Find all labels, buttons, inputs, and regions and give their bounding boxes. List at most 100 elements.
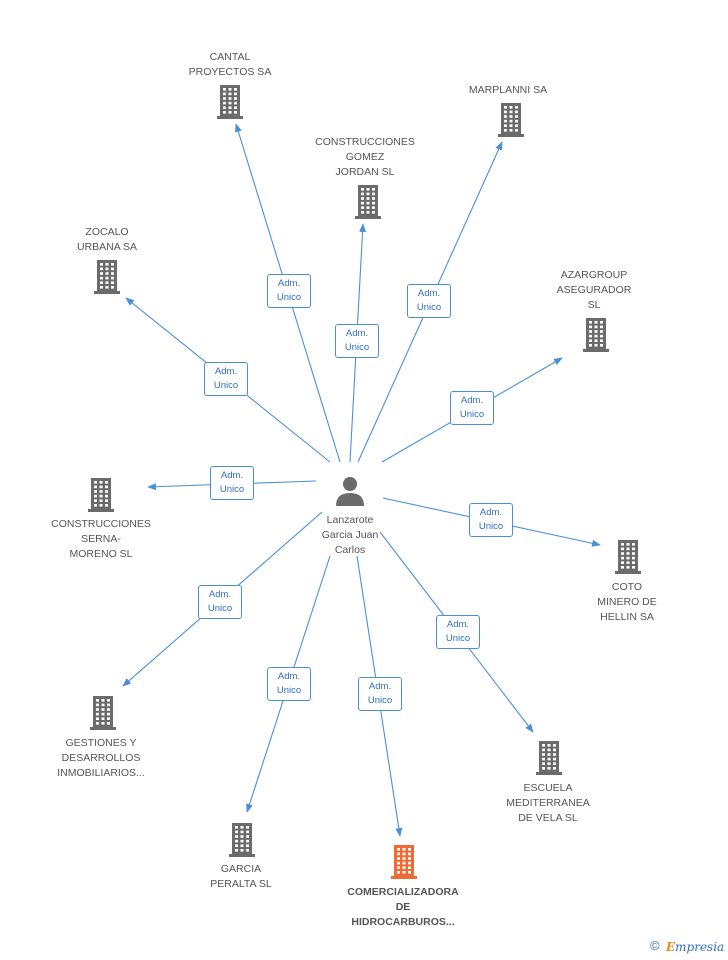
- company-name-line: COTO: [611, 581, 643, 593]
- copyright-icon: ©: [650, 938, 660, 953]
- relation-label-line: Adm.: [277, 671, 301, 682]
- company-name: CONSTRUCCIONES GOMEZ JORDAN SL: [305, 135, 425, 180]
- building-icon[interactable]: [355, 185, 381, 219]
- relation-label-line: Adm.: [417, 288, 441, 299]
- relation-label-line: Unico: [445, 633, 471, 644]
- company-name-line: JORDAN SL: [335, 166, 395, 178]
- relation-label-line: Adm.: [220, 470, 244, 481]
- relation-label-line: Adm.: [479, 507, 503, 518]
- company-node-zocalo[interactable]: ZOCALO URBANA SA: [47, 225, 167, 255]
- building-icon[interactable]: [88, 478, 114, 512]
- company-name: GESTIONES Y DESARROLLOS INMOBILIARIOS...: [41, 736, 161, 781]
- company-name-line: HELLIN SA: [600, 611, 654, 623]
- company-name-line: ASEGURADOR: [556, 284, 632, 296]
- relation-label[interactable]: Adm. Unico: [436, 615, 480, 649]
- building-icon[interactable]: [90, 696, 116, 730]
- company-node-gestiones[interactable]: GESTIONES Y DESARROLLOS INMOBILIARIOS...: [41, 736, 161, 781]
- relation-label-line: Unico: [367, 695, 393, 706]
- company-node-marplanni[interactable]: MARPLANNI SA: [448, 83, 568, 98]
- relation-label-line: Unico: [207, 603, 233, 614]
- building-icon[interactable]: [217, 85, 243, 119]
- company-name-line: GESTIONES Y: [65, 737, 137, 749]
- company-name: CONSTRUCCIONES SERNA- MORENO SL: [41, 517, 161, 562]
- company-name-line: COMERCIALIZADORA: [347, 886, 459, 898]
- relation-label[interactable]: Adm. Unico: [358, 677, 402, 711]
- building-icon[interactable]: [391, 845, 417, 879]
- company-name-line: INMOBILIARIOS...: [57, 767, 145, 779]
- company-name-line: AZARGROUP: [560, 269, 628, 281]
- company-name-line: SL: [587, 299, 601, 311]
- center-person-name: Lanzarote Garcia Juan Carlos: [300, 513, 400, 558]
- company-name-line: MINERO DE: [597, 596, 657, 608]
- center-person-name-line: Lanzarote: [326, 514, 374, 526]
- relation-label-line: Adm.: [345, 328, 369, 339]
- relation-label-line: Adm.: [208, 589, 232, 600]
- company-name-line: DE VELA SL: [518, 812, 578, 824]
- company-node-azargroup[interactable]: AZARGROUP ASEGURADOR SL: [534, 268, 654, 313]
- company-node-serna-moreno[interactable]: CONSTRUCCIONES SERNA- MORENO SL: [41, 517, 161, 562]
- company-name-line: GARCIA: [220, 863, 262, 875]
- relation-label[interactable]: Adm. Unico: [204, 362, 248, 396]
- relation-label[interactable]: Adm. Unico: [267, 274, 311, 308]
- company-name-line: PERALTA SL: [210, 878, 272, 890]
- company-name: MARPLANNI SA: [448, 83, 568, 98]
- relation-label-line: Adm.: [368, 681, 392, 692]
- company-name-line: CANTAL: [209, 51, 251, 63]
- company-name-line: MARPLANNI SA: [468, 84, 548, 96]
- center-person-name-line: Garcia Juan: [321, 529, 379, 541]
- company-name-line: MORENO SL: [69, 548, 133, 560]
- relation-label[interactable]: Adm. Unico: [407, 284, 451, 318]
- relation-label[interactable]: Adm. Unico: [198, 585, 242, 619]
- center-person-name-line: Carlos: [334, 544, 366, 556]
- relation-label-line: Adm.: [214, 366, 238, 377]
- relation-label-line: Unico: [416, 302, 442, 313]
- company-name-line: CONSTRUCCIONES: [315, 136, 415, 148]
- building-icon[interactable]: [615, 540, 641, 574]
- relation-label-line: Unico: [276, 292, 302, 303]
- relation-label-line: Unico: [219, 484, 245, 495]
- company-name-line: URBANA SA: [76, 241, 138, 253]
- person-icon: [336, 477, 364, 506]
- brand-logo-text: mpresia: [675, 940, 725, 954]
- building-icon[interactable]: [583, 318, 609, 352]
- relation-label[interactable]: Adm. Unico: [450, 391, 494, 425]
- relation-label-line: Adm.: [277, 278, 301, 289]
- relation-label-line: Unico: [344, 342, 370, 353]
- company-name-line: HIDROCARBUROS...: [351, 916, 455, 928]
- company-node-coto-minero[interactable]: COTO MINERO DE HELLIN SA: [567, 580, 687, 625]
- relation-label[interactable]: Adm. Unico: [335, 324, 379, 358]
- building-icon[interactable]: [229, 823, 255, 857]
- company-name: AZARGROUP ASEGURADOR SL: [534, 268, 654, 313]
- company-name-line: ZOCALO: [85, 226, 129, 238]
- company-node-gomez-jordan[interactable]: CONSTRUCCIONES GOMEZ JORDAN SL: [305, 135, 425, 180]
- company-name: COTO MINERO DE HELLIN SA: [567, 580, 687, 625]
- relation-label-line: Adm.: [460, 395, 484, 406]
- relation-label[interactable]: Adm. Unico: [210, 466, 254, 500]
- building-icon[interactable]: [498, 103, 524, 137]
- brand-logo-initial: E: [666, 940, 676, 954]
- relation-label-line: Unico: [478, 521, 504, 532]
- relation-label[interactable]: Adm. Unico: [267, 667, 311, 701]
- relation-label[interactable]: Adm. Unico: [469, 503, 513, 537]
- center-person-node[interactable]: Lanzarote Garcia Juan Carlos: [300, 476, 400, 558]
- relation-label-line: Unico: [213, 380, 239, 391]
- company-name-line: GOMEZ: [345, 151, 385, 163]
- company-name-line: CONSTRUCCIONES: [51, 518, 151, 530]
- company-name-line: SERNA-: [81, 533, 121, 545]
- building-icon[interactable]: [536, 741, 562, 775]
- relation-label-line: Unico: [459, 409, 485, 420]
- company-node-garcia-peralta[interactable]: GARCIA PERALTA SL: [181, 862, 301, 892]
- relation-label-line: Adm.: [446, 619, 470, 630]
- company-name-line: DESARROLLOS: [61, 752, 141, 764]
- relation-label-line: Unico: [276, 685, 302, 696]
- brand-logo[interactable]: Empresia: [666, 940, 724, 954]
- company-name-line: MEDITERRANEA: [506, 797, 590, 809]
- building-icon[interactable]: [94, 260, 120, 294]
- company-name: ZOCALO URBANA SA: [47, 225, 167, 255]
